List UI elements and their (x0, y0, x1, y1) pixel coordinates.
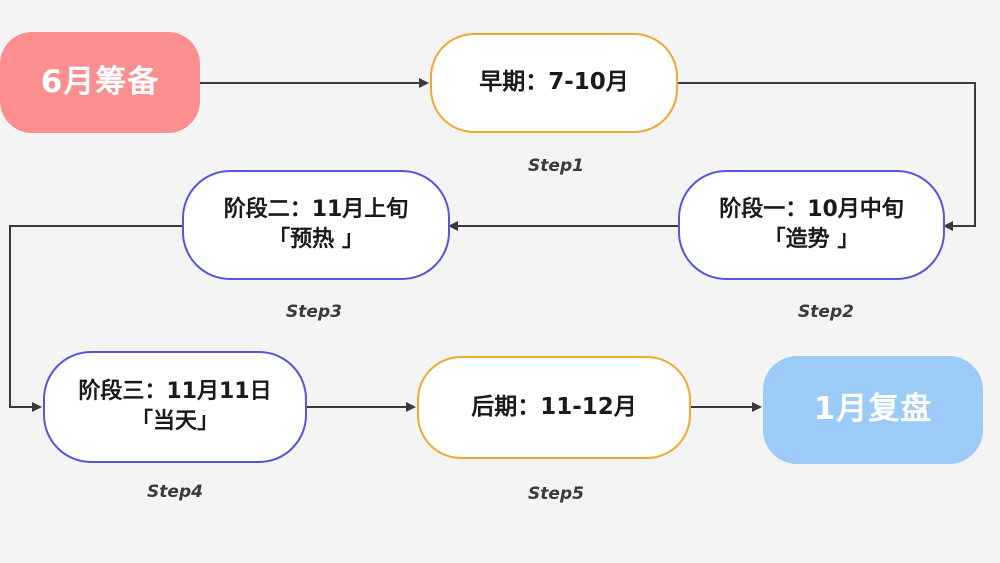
node-review: 1月复盘 (763, 356, 983, 464)
step5-label: Step5 (528, 484, 584, 504)
node-phase1-subtitle: 「造势 」 (763, 227, 860, 252)
node-phase3-subtitle: 「当天」 (130, 409, 219, 434)
node-prep: 6月筹备 (0, 32, 200, 133)
node-early-label: 早期：7-10月 (479, 69, 629, 96)
node-phase1: 阶段一：10月中旬 「造势 」 (678, 170, 945, 280)
node-phase1-title: 阶段一：10月中旬 (719, 197, 904, 223)
node-late-label: 后期：11-12月 (471, 393, 637, 420)
step1-label: Step1 (528, 156, 584, 176)
node-phase2: 阶段二：11月上旬 「预热 」 (182, 170, 450, 280)
step3-label: Step3 (286, 302, 342, 322)
node-late: 后期：11-12月 (417, 356, 691, 459)
step2-label: Step2 (798, 302, 854, 322)
node-review-label: 1月复盘 (813, 391, 933, 428)
node-phase2-title: 阶段二：11月上旬 (223, 197, 409, 223)
node-phase3-title: 阶段三：11月11日 (78, 379, 272, 405)
node-prep-label: 6月筹备 (40, 63, 160, 100)
node-early: 早期：7-10月 (430, 33, 678, 133)
arrow-early-to-phase1 (678, 82, 976, 231)
arrow-phase2-to-phase3 (9, 225, 182, 412)
node-phase3: 阶段三：11月11日 「当天」 (43, 351, 307, 463)
step4-label: Step4 (147, 482, 203, 502)
node-phase2-subtitle: 「预热 」 (268, 227, 364, 252)
